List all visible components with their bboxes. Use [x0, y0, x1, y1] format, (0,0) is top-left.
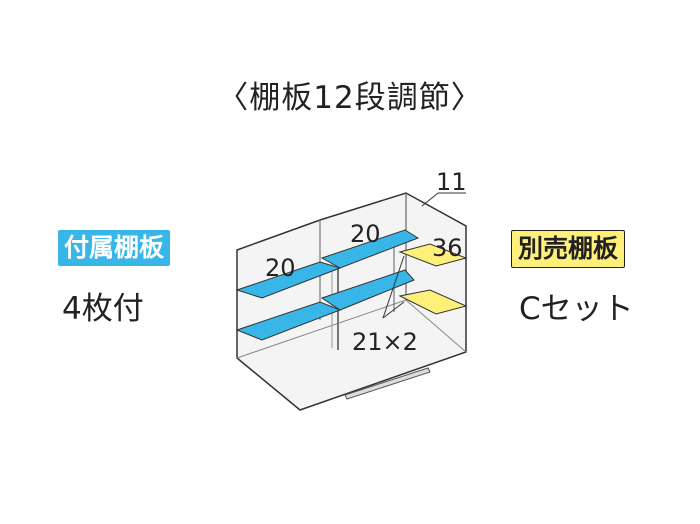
center-upper-shelf — [320, 229, 420, 269]
label-left-shelf: 20 — [265, 254, 296, 282]
door-rail — [344, 367, 431, 400]
center-lower-shelf — [320, 269, 415, 311]
cabinet-back-bottom — [236, 299, 407, 359]
label-21x2-leader-a — [382, 255, 405, 319]
label-top-right: 11 — [436, 168, 467, 196]
cabinet-floor-right — [405, 299, 467, 353]
included-shelves-badge: 付属棚板 — [58, 230, 171, 266]
label-right-shelf: 36 — [432, 234, 463, 262]
page-title: 〈棚板12段調節〉 — [217, 80, 483, 116]
label-11-leader — [421, 192, 439, 207]
optional-shelves-badge: 別売棚板 — [511, 230, 626, 268]
included-shelves-count: 4枚付 — [62, 291, 144, 327]
right-lower-shelf — [398, 289, 468, 315]
label-bottom: 21×2 — [352, 328, 418, 356]
label-21x2-leader-b — [382, 301, 405, 319]
optional-shelves-set: Cセット — [519, 291, 634, 327]
right-upper-shelf — [398, 243, 468, 267]
label-center-shelf: 20 — [350, 220, 381, 248]
